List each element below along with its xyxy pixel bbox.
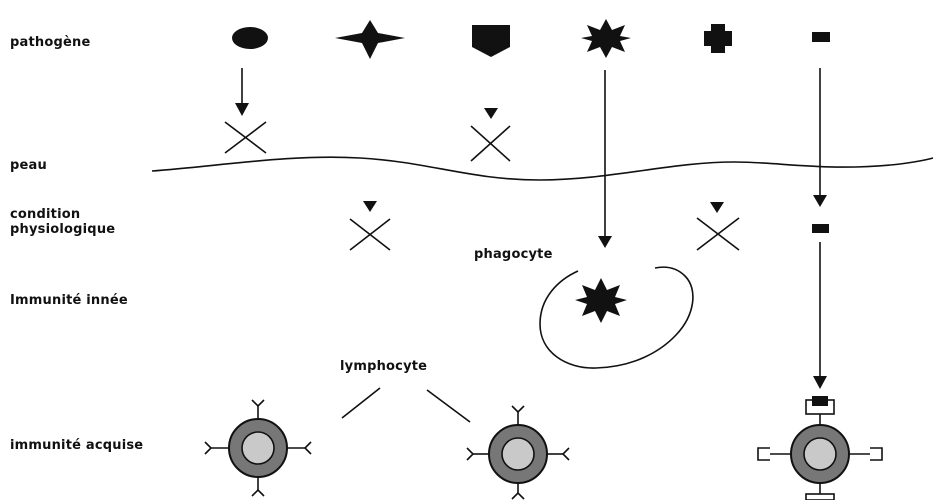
arrowhead-rect-2 [813,376,827,389]
lymphocyte-line-right [427,390,470,422]
block-cross-3 [350,219,390,250]
pathogen-cross-icon [704,24,732,53]
pathogen-sunburst-icon [581,19,631,58]
lymphocyte-middle [467,406,569,499]
pathogen-star-icon [335,20,405,59]
pathogen-shield-icon [472,25,510,57]
arrowhead-rect-1 [813,195,827,207]
arrowhead-condition-2 [710,202,724,213]
arrowhead-sunburst [598,236,612,248]
block-cross-1 [225,122,266,153]
lymphocyte-line-left [342,388,380,418]
lymphocyte-right [758,396,882,500]
phagocytosed-pathogen-icon [575,278,627,323]
block-cross-2 [471,126,510,161]
arrowhead-condition-1 [363,201,377,212]
pathogen-small-rect-icon [812,32,830,42]
block-cross-4 [697,218,739,250]
pathogen-oval-icon [232,27,268,49]
lymphocyte-left [205,400,311,496]
arrowhead-shield-small [484,108,498,119]
skin-line [152,157,933,180]
pathogen-small-rect-inner-icon [812,224,829,233]
arrowhead-oval [235,103,249,116]
phagocyte-outline [540,267,693,368]
